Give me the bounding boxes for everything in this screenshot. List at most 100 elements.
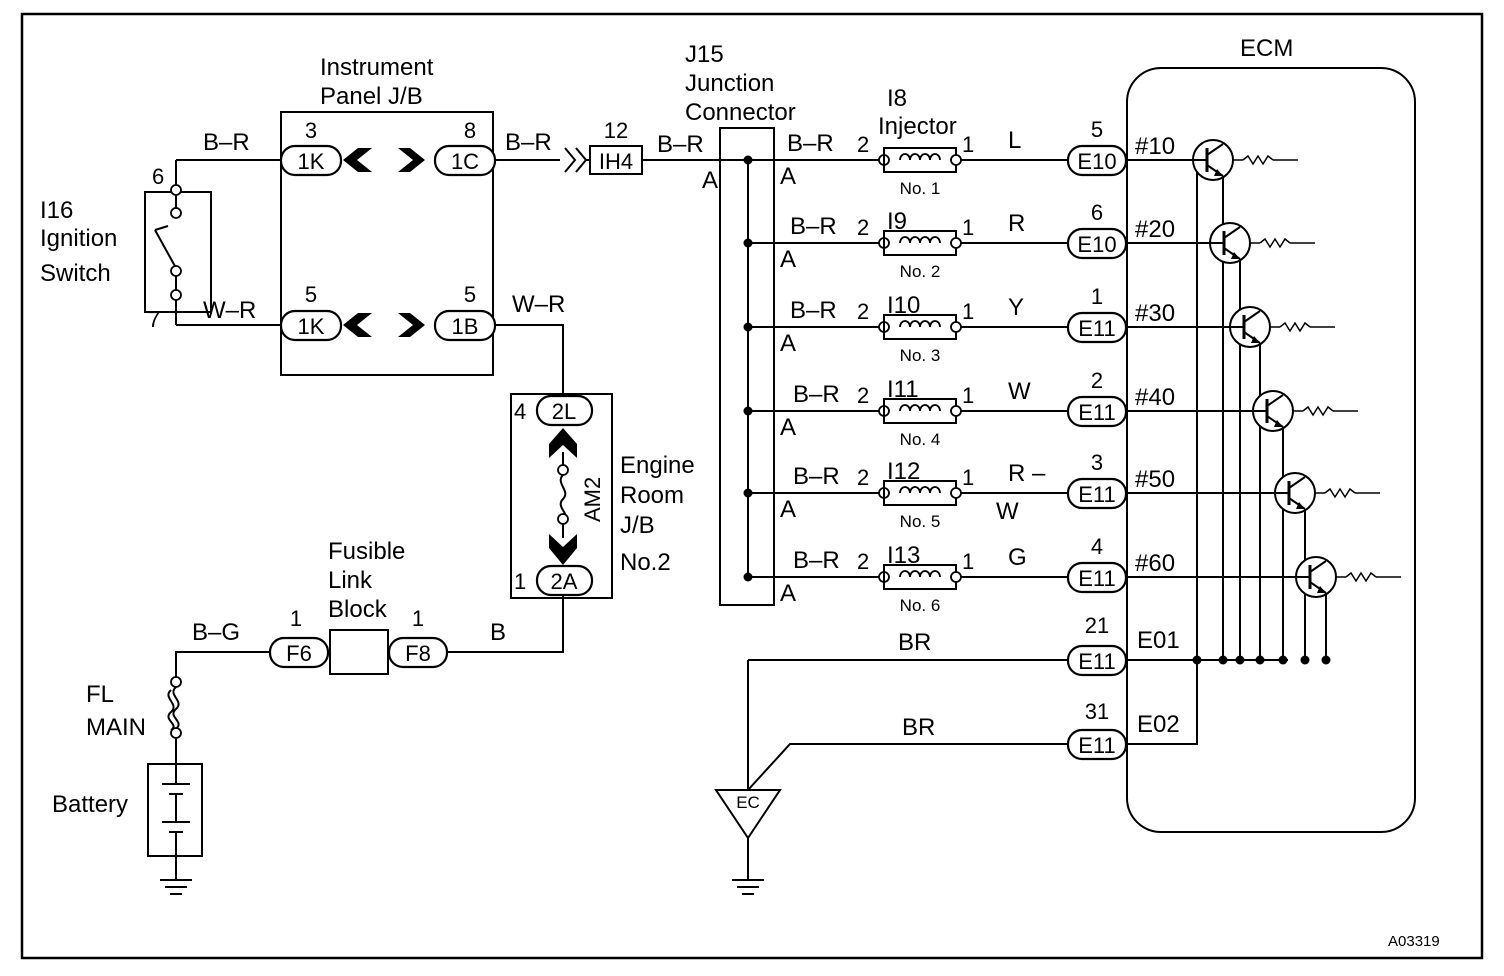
wire-label-br-1c: B–R <box>505 129 552 156</box>
ecm-title: ECM <box>1240 35 1293 62</box>
jc-terminal: A <box>780 330 796 357</box>
wire-label-br-row: B–R <box>793 547 840 574</box>
injector-pin-out: 1 <box>962 299 974 324</box>
injector-number-label: No. 1 <box>900 179 941 198</box>
erjb-pin-1: 1 <box>514 569 526 594</box>
battery-label: Battery <box>52 791 128 818</box>
injector-pin-in: 2 <box>857 215 869 240</box>
ignition-switch-ref: I16 <box>40 197 73 224</box>
ipjb-conn-1k-top: 1K <box>298 149 325 174</box>
ecm-pin-number: 4 <box>1091 534 1103 559</box>
battery-ground-icon <box>160 879 192 895</box>
erjb-title-3: J/B <box>620 512 655 539</box>
wire-label-br-e02: BR <box>902 714 935 741</box>
wire-color: R – <box>1008 460 1046 487</box>
wire-label-br-ih4: B–R <box>657 131 704 158</box>
ecm-conn-e02: E11 <box>1078 733 1116 758</box>
ecm-conn-label: E11 <box>1078 400 1116 425</box>
injector-pin-in: 2 <box>857 549 869 574</box>
erjb-pin-4: 4 <box>514 399 526 424</box>
injector-pin-in: 2 <box>857 132 869 157</box>
injector-pin-out: 1 <box>962 465 974 490</box>
ignition-switch-name-1: Ignition <box>40 225 117 252</box>
ignition-pin-7: 7 <box>148 307 160 332</box>
ipjb-conn-1k-bottom: 1K <box>298 314 325 339</box>
engine-room-jb: 2L 4 AM2 2A 1 Engine Room J/B No.2 <box>510 393 695 599</box>
ecm-pin-31: 31 <box>1085 699 1109 724</box>
connector-ih4: IH4 12 <box>589 118 643 175</box>
ecm-pin-21: 21 <box>1085 613 1109 638</box>
ipjb-conn-1b: 1B <box>452 314 479 339</box>
ecm-conn-label: E10 <box>1077 149 1116 174</box>
wire-color: W <box>1008 378 1031 405</box>
ecm-conn-label: E11 <box>1078 566 1116 591</box>
wire-color: Y <box>1008 294 1024 321</box>
fuse-am2: AM2 <box>580 477 605 522</box>
transistor-icon <box>1209 222 1315 665</box>
ecm-signal-label: #40 <box>1135 384 1175 411</box>
flb-title-2: Link <box>328 567 373 594</box>
injector-ref: I10 <box>887 292 920 319</box>
jc-title-3: Connector <box>685 99 796 126</box>
diagram-frame <box>20 12 1484 960</box>
figure-id: A03319 <box>1388 933 1440 950</box>
erjb-conn-2l: 2L <box>552 399 576 424</box>
ignition-pin-6: 6 <box>152 164 164 189</box>
ecm-signal-label: #10 <box>1135 133 1175 160</box>
injector-number-label: No. 6 <box>900 596 941 615</box>
wire-label-br-e01: BR <box>898 629 931 656</box>
jc-title-1: J15 <box>685 41 724 68</box>
ecm-conn-label: E10 <box>1077 232 1116 257</box>
wire-label-br-row: B–R <box>790 297 837 324</box>
ecm-signal-label: #50 <box>1135 466 1175 493</box>
injector-pin-out: 1 <box>962 383 974 408</box>
fl-main-fuse: FL MAIN <box>86 676 182 764</box>
transistor-icon <box>1295 556 1401 665</box>
fl-main-line2: MAIN <box>86 714 146 741</box>
junction-connector-j15: J15 Junction Connector <box>685 41 796 606</box>
ecm-ground-e02: BR E11 31 E02 <box>747 160 1198 791</box>
ground-point-label: EC <box>736 793 760 812</box>
wire-color: R <box>1008 210 1025 237</box>
transistor-icon <box>1252 390 1358 665</box>
ih4-pin: 12 <box>604 118 628 143</box>
wire-label-b: B <box>490 619 506 646</box>
ecm-signal-e02: E02 <box>1137 711 1180 738</box>
fl-main-line1: FL <box>86 681 114 708</box>
jc-title-2: Junction <box>685 70 774 97</box>
erjb-title-2: Room <box>620 482 684 509</box>
erjb-title-4: No.2 <box>620 549 671 576</box>
wire-color: G <box>1008 544 1027 571</box>
ipjb-conn-1c: 1C <box>451 149 479 174</box>
injector-number-label: No. 3 <box>900 346 941 365</box>
wire-label-br-row: B–R <box>793 463 840 490</box>
flb-pin-left: 1 <box>290 606 302 631</box>
wire-label-bg: B–G <box>192 619 240 646</box>
wire-color: L <box>1008 127 1021 154</box>
jc-terminal: A <box>780 496 796 523</box>
instrument-panel-jb: Instrument Panel J/B 1K 3 1C 8 1K 5 1B 5 <box>279 54 497 376</box>
injector-pin-in: 2 <box>857 465 869 490</box>
injector-pin-out: 1 <box>962 132 974 157</box>
injector-pin-in: 2 <box>857 299 869 324</box>
ecm-conn-label: E11 <box>1078 316 1116 341</box>
erjb-title-1: Engine <box>620 452 695 479</box>
ecm-signal-e01: E01 <box>1137 627 1180 654</box>
ipjb-pin-3: 3 <box>305 118 317 143</box>
ecm-pin-number: 2 <box>1091 368 1103 393</box>
injector-pin-out: 1 <box>962 215 974 240</box>
injector-ref: I13 <box>887 542 920 569</box>
ecm-pin-number: 5 <box>1091 117 1103 142</box>
wire-label-wr-1b: W–R <box>512 291 565 318</box>
flb-title-1: Fusible <box>328 538 405 565</box>
injector-pin-out: 1 <box>962 549 974 574</box>
fusible-link-block: Fusible Link Block F6 1 F8 1 <box>268 538 449 675</box>
ipjb-pin-5-left: 5 <box>305 282 317 307</box>
ipjb-title-2: Panel J/B <box>320 83 423 110</box>
wire-label-br-row: B–R <box>787 130 834 157</box>
wire-label-br-row: B–R <box>790 213 837 240</box>
injector-ref: I8 <box>887 85 907 112</box>
jc-terminal: A <box>780 246 796 273</box>
